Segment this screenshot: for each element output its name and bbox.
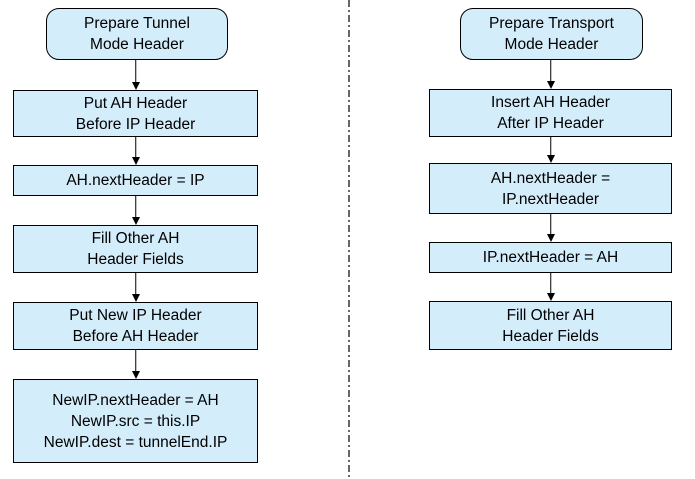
flow-step-node-tunnel-5: NewIP.nextHeader = AH NewIP.src = this.I… [13, 379, 258, 463]
arrow-head [546, 293, 555, 301]
arrow-shaft [134, 350, 137, 373]
arrow-head [131, 82, 140, 90]
arrow-head [131, 157, 140, 165]
arrow-down-icon [131, 273, 140, 302]
flow-step-node-transport-2: AH.nextHeader = IP.nextHeader [429, 163, 672, 214]
arrow-down-icon [546, 60, 555, 89]
arrow-down-icon [546, 137, 555, 163]
arrow-head [131, 371, 140, 379]
arrow-shaft [134, 196, 137, 219]
arrow-shaft [134, 273, 137, 296]
arrow-shaft [134, 137, 137, 159]
arrow-shaft [549, 60, 552, 83]
arrow-down-icon [546, 273, 555, 301]
arrow-shaft [549, 214, 552, 236]
flow-step-node-transport-3: IP.nextHeader = AH [429, 242, 672, 273]
arrow-head [546, 81, 555, 89]
arrow-shaft [549, 137, 552, 157]
flow-step-node-transport-4: Fill Other AH Header Fields [429, 301, 672, 350]
arrow-shaft [134, 60, 137, 84]
arrow-head [131, 217, 140, 225]
flow-start-node-tunnel: Prepare Tunnel Mode Header [46, 8, 228, 60]
arrow-head [131, 294, 140, 302]
arrow-head [546, 155, 555, 163]
flow-step-node-transport-1: Insert AH Header After IP Header [429, 89, 672, 137]
flow-step-node-tunnel-3: Fill Other AH Header Fields [13, 225, 258, 273]
flow-step-node-tunnel-2: AH.nextHeader = IP [13, 165, 258, 196]
arrow-down-icon [131, 196, 140, 225]
flow-step-node-tunnel-1: Put AH Header Before IP Header [13, 90, 258, 137]
divider-line [348, 0, 350, 479]
arrow-down-icon [131, 137, 140, 165]
arrow-shaft [549, 273, 552, 295]
arrow-down-icon [546, 214, 555, 242]
flow-start-node-transport: Prepare Transport Mode Header [460, 8, 643, 60]
arrow-down-icon [131, 60, 140, 90]
arrow-down-icon [131, 350, 140, 379]
arrow-head [546, 234, 555, 242]
flow-step-node-tunnel-4: Put New IP Header Before AH Header [13, 302, 258, 350]
